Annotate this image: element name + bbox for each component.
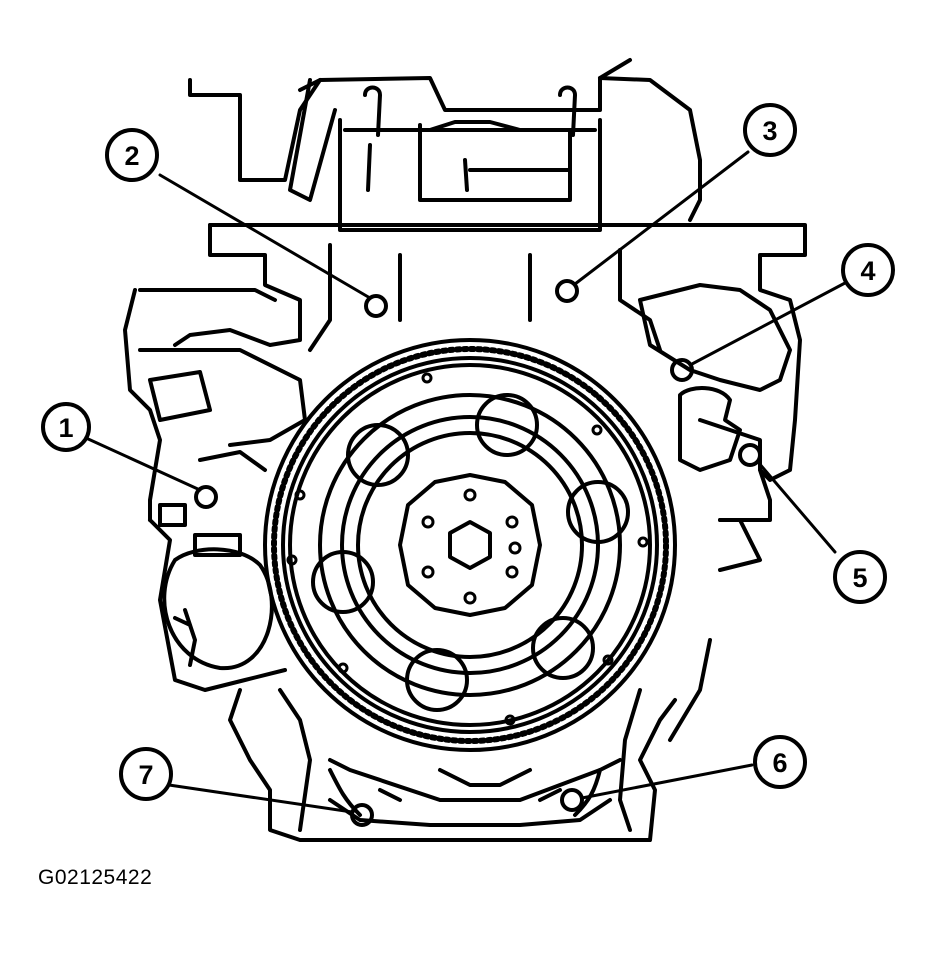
- bolt-4: [670, 358, 694, 382]
- callout-7: 7: [138, 760, 153, 790]
- callout-5: 5: [852, 563, 867, 593]
- callout-labels: 1 2 3 4 5 6 7: [58, 116, 875, 790]
- flywheel-bolt-holes: [286, 372, 649, 726]
- callout-1: 1: [58, 413, 73, 443]
- leader-lines: [84, 150, 847, 814]
- upper-engine-block: [188, 58, 702, 232]
- bolt-5: [738, 443, 762, 467]
- bolt-markers: [194, 279, 762, 827]
- callout-circles: [41, 103, 895, 801]
- callout-4: 4: [860, 256, 875, 286]
- flywheel: [263, 338, 677, 752]
- bolt-3: [555, 279, 579, 303]
- figure-id: G02125422: [38, 866, 153, 889]
- bolt-6: [560, 788, 584, 812]
- engine-block-outline: [123, 223, 807, 742]
- callout-3: 3: [762, 116, 777, 146]
- oil-pan: [228, 688, 677, 842]
- callout-2: 2: [124, 141, 139, 171]
- bolt-2: [364, 294, 388, 318]
- flywheel-weight-holes: [311, 393, 630, 712]
- bolt-1: [194, 485, 218, 509]
- callout-6: 6: [772, 748, 787, 778]
- bolt-7: [350, 803, 374, 827]
